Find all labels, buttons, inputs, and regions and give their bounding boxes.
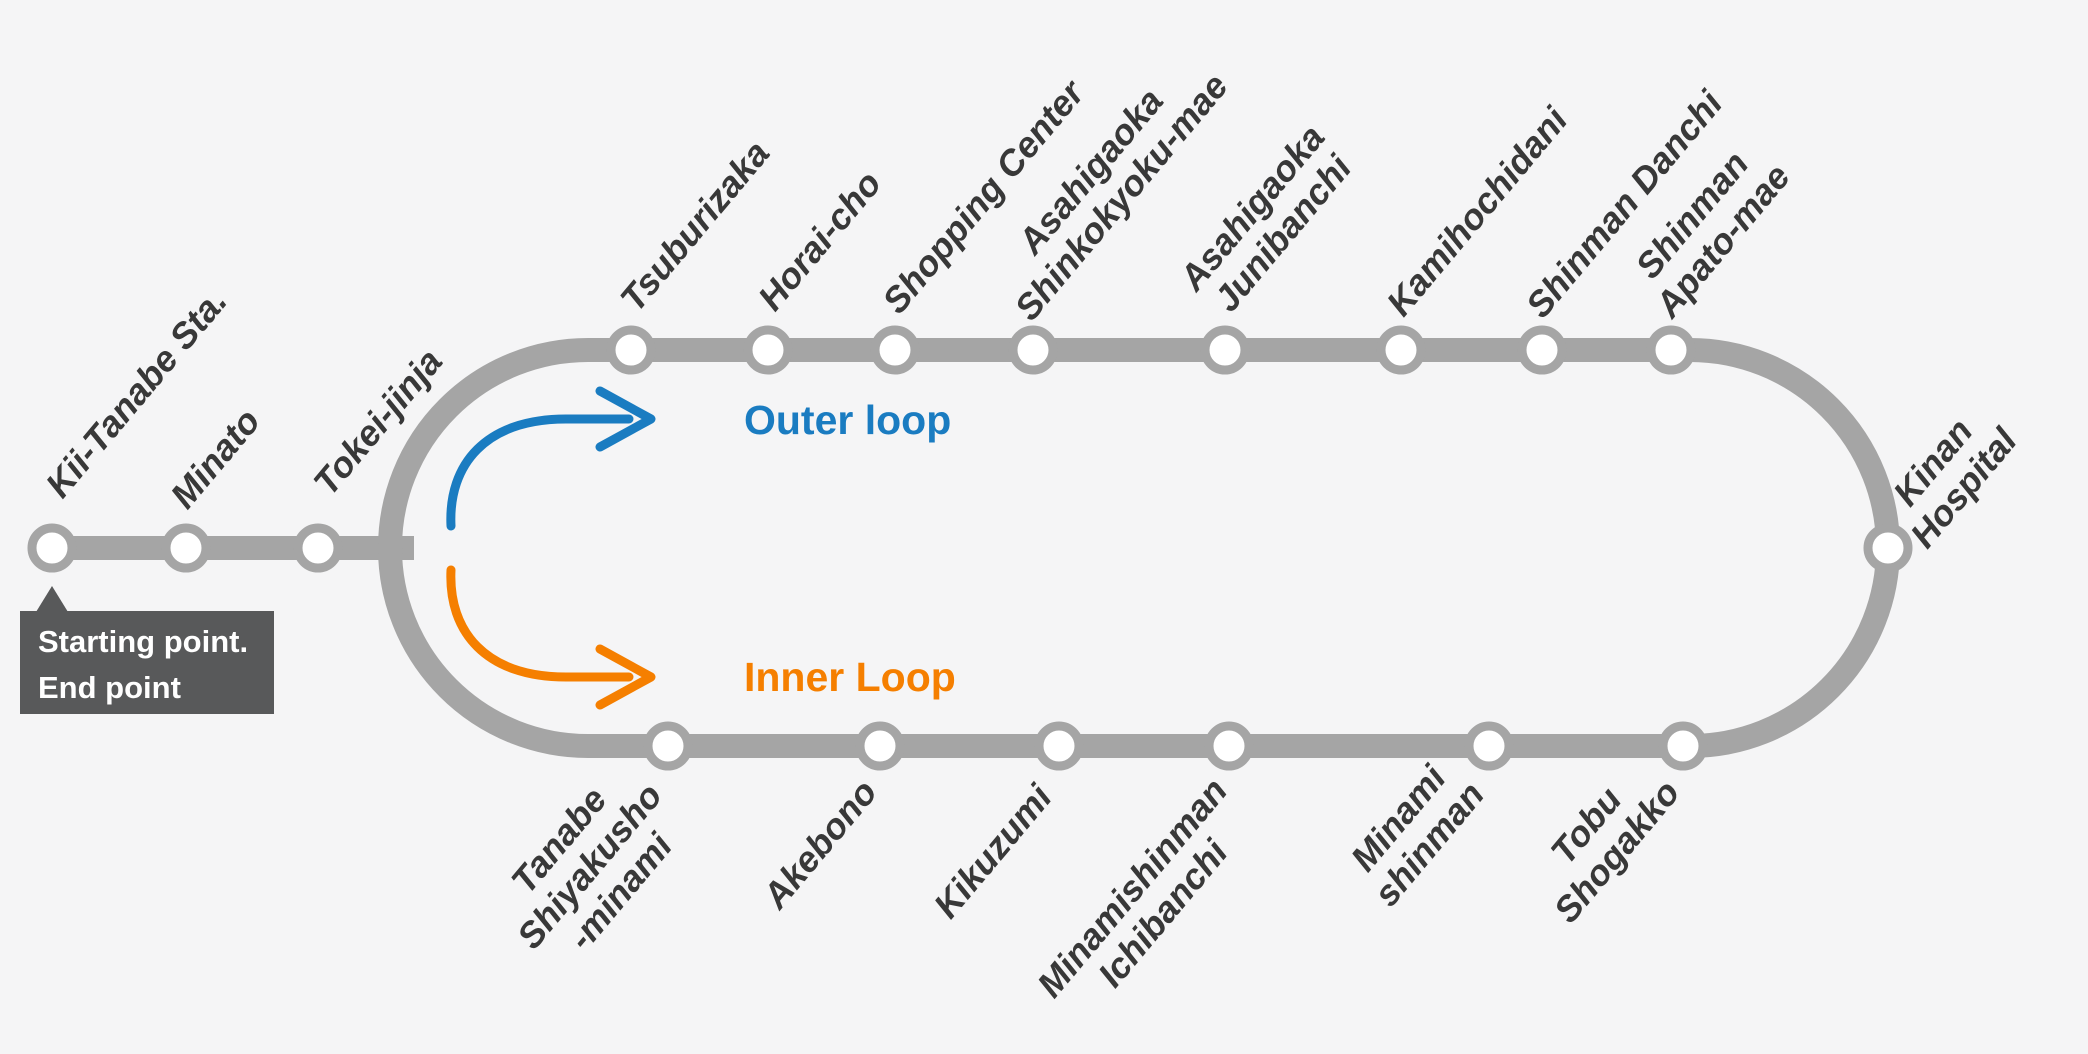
station-marker-shinman-danchi xyxy=(1517,325,1567,375)
station-marker-kinan-hospital xyxy=(1863,523,1913,573)
outer-loop-label: Outer loop xyxy=(744,397,951,443)
inner-loop-arrow-head xyxy=(595,644,656,710)
start-end-tooltip: Starting point. End point xyxy=(20,586,274,714)
station-marker-shopping-center xyxy=(870,325,920,375)
station-marker-tanabe-shiyakusho-minami xyxy=(643,721,693,771)
station-marker-kikuzumi xyxy=(1034,721,1084,771)
station-marker-asahigaoka-junibanchi xyxy=(1200,325,1250,375)
station-marker-kamihochidani xyxy=(1376,325,1426,375)
station-marker-minamishinman-ichibanchi xyxy=(1204,721,1254,771)
tooltip-line2: End point xyxy=(38,670,181,705)
station-marker-tokei-jinja xyxy=(293,523,343,573)
inner-loop-label: Inner Loop xyxy=(744,654,956,700)
station-marker-shinman-apato-mae xyxy=(1646,325,1696,375)
station-marker-tsuburizaka xyxy=(606,325,656,375)
inner-loop-arrow-line xyxy=(446,565,634,682)
station-marker-kii-tanabe-sta xyxy=(27,523,77,573)
outer-loop-arrow-head xyxy=(595,386,656,452)
station-marker-asahigaoka-shinkokyoku-mae xyxy=(1008,325,1058,375)
inner-loop-arrow: Inner Loop xyxy=(446,565,956,710)
tooltip-pointer-icon xyxy=(36,586,68,612)
station-marker-minato xyxy=(161,523,211,573)
station-marker-akebono xyxy=(855,721,905,771)
outer-loop-arrow: Outer loop xyxy=(446,386,951,531)
station-marker-minami-shinman xyxy=(1464,721,1514,771)
outer-loop-arrow-line xyxy=(446,414,634,531)
tooltip-box xyxy=(20,611,274,714)
station-marker-tobu-shogakko xyxy=(1658,721,1708,771)
tooltip-line1: Starting point. xyxy=(38,624,248,659)
station-marker-horai-cho xyxy=(743,325,793,375)
